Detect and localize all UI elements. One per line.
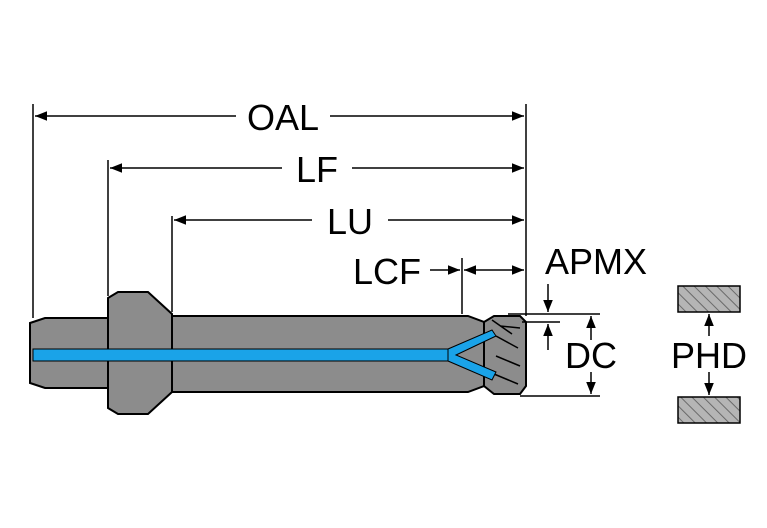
dimension-apmx: APMX [543,241,647,350]
dimension-dc: DC [565,316,617,394]
coolant-split [447,329,497,381]
dimension-phd: PHD [671,285,747,424]
dimension-lcf: LCF [353,251,524,292]
apmx-label: APMX [545,241,647,282]
dimension-lu: LU [174,201,524,242]
tool-body [29,291,527,415]
lu-label: LU [327,201,373,242]
flute-lines [491,319,521,385]
oal-label: OAL [247,97,319,138]
lcf-label: LCF [353,251,421,292]
phd-label: PHD [671,335,747,376]
dimension-oal: OAL [35,97,524,138]
lf-label: LF [296,149,338,190]
extension-lines [32,104,600,397]
coolant-channel [32,348,454,362]
dc-label: DC [565,335,617,376]
phd-bottom-block [677,396,741,424]
dimension-lf: LF [110,149,524,190]
phd-top-block [677,285,741,313]
